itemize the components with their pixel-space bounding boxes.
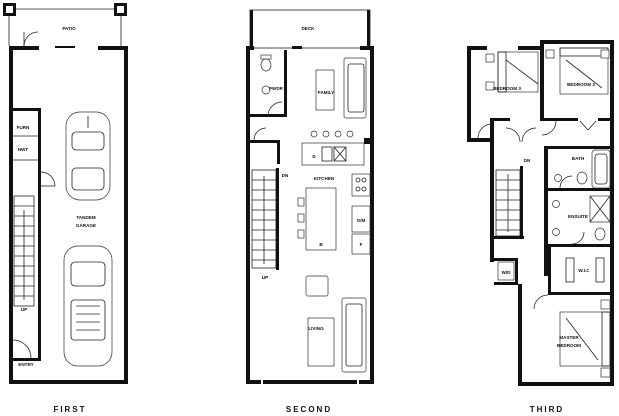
fridge-icon: [351, 233, 371, 255]
car-icon-rear: [63, 245, 113, 367]
range-icon: [351, 173, 371, 197]
armchair: [305, 275, 329, 297]
sofa-living: [341, 297, 367, 373]
label-second-dn: DN: [282, 173, 289, 178]
label-patio: PATIO: [62, 26, 76, 31]
coffee-table: [307, 317, 335, 367]
second-floor-wall-bottom: [246, 380, 374, 384]
toilet-bath: [576, 171, 588, 185]
label-hwt: HWT: [18, 147, 29, 152]
first-floor-wall-top: [9, 46, 39, 50]
label-om: O/M: [357, 218, 366, 223]
first-floor-stairs: [13, 195, 35, 307]
floor-title-third: THIRD: [530, 405, 564, 414]
bed3: [497, 51, 539, 93]
floor-title-second: SECOND: [286, 405, 332, 414]
label-master-line1: MASTER: [559, 335, 579, 340]
label-living: LIVING: [308, 326, 324, 331]
third-floor-stairs: [495, 166, 523, 238]
label-d: D: [312, 154, 316, 159]
second-floor-wall-right: [370, 46, 374, 384]
kitchen-island: [305, 187, 337, 251]
label-ensuite: ENSUITE: [568, 214, 588, 219]
label-wic: W.I.C: [578, 268, 590, 273]
toilet-icon: [260, 58, 272, 72]
kitchen-counter-back: [301, 142, 365, 166]
label-deck: DECK: [301, 26, 315, 31]
label-bath: BATH: [572, 156, 585, 161]
label-f: F: [360, 242, 363, 247]
label-b: B: [319, 242, 323, 247]
label-bedroom2: BEDROOM 2: [567, 82, 595, 87]
third-floor-wall-right: [610, 40, 614, 386]
second-floor-plan: DECK PWDR FAMILY KITCHEN DN D O/M B F UP…: [246, 9, 374, 414]
label-kitchen: KITCHEN: [314, 176, 335, 181]
car-icon-front: [65, 111, 111, 201]
floor-title-first: FIRST: [53, 405, 86, 414]
second-floor-stairs: [251, 168, 279, 270]
sofa-family: [343, 57, 367, 119]
label-garage-line1: TANDEM: [76, 215, 95, 220]
first-floor-wall-left: [9, 46, 13, 384]
label-entry: ENTRY: [18, 362, 33, 367]
first-floor-plan: PATIO FURN HWT TANDEM GARAGE UP ENTRY FI…: [3, 3, 128, 414]
first-floor-wall-right: [124, 46, 128, 384]
label-first-up: UP: [21, 307, 27, 312]
label-pwdr: PWDR: [269, 86, 284, 91]
sink-icon: [261, 85, 271, 95]
label-wd: W/D: [502, 270, 512, 275]
label-third-dn: DN: [524, 158, 531, 163]
washer-dryer-box: [497, 261, 515, 281]
third-floor-plan: BEDROOM 3 BEDROOM 2 DN BATH ENSUITE W/D …: [467, 40, 614, 414]
label-master-line2: BEDROOM: [557, 343, 581, 348]
second-floor-wall-left: [246, 46, 250, 384]
label-garage-line2: GARAGE: [76, 223, 96, 228]
third-floor-wall-left-lower: [518, 284, 522, 386]
third-floor-bedroom3-walls: [467, 46, 471, 142]
label-second-up: UP: [262, 275, 268, 280]
first-floor-wall-bottom: [9, 380, 128, 384]
label-family: FAMILY: [318, 90, 334, 95]
third-floor-wall-bottom: [518, 382, 614, 386]
label-furn: FURN: [17, 125, 30, 130]
table-family: [315, 69, 335, 111]
label-bedroom3: BEDROOM 3: [493, 86, 521, 91]
